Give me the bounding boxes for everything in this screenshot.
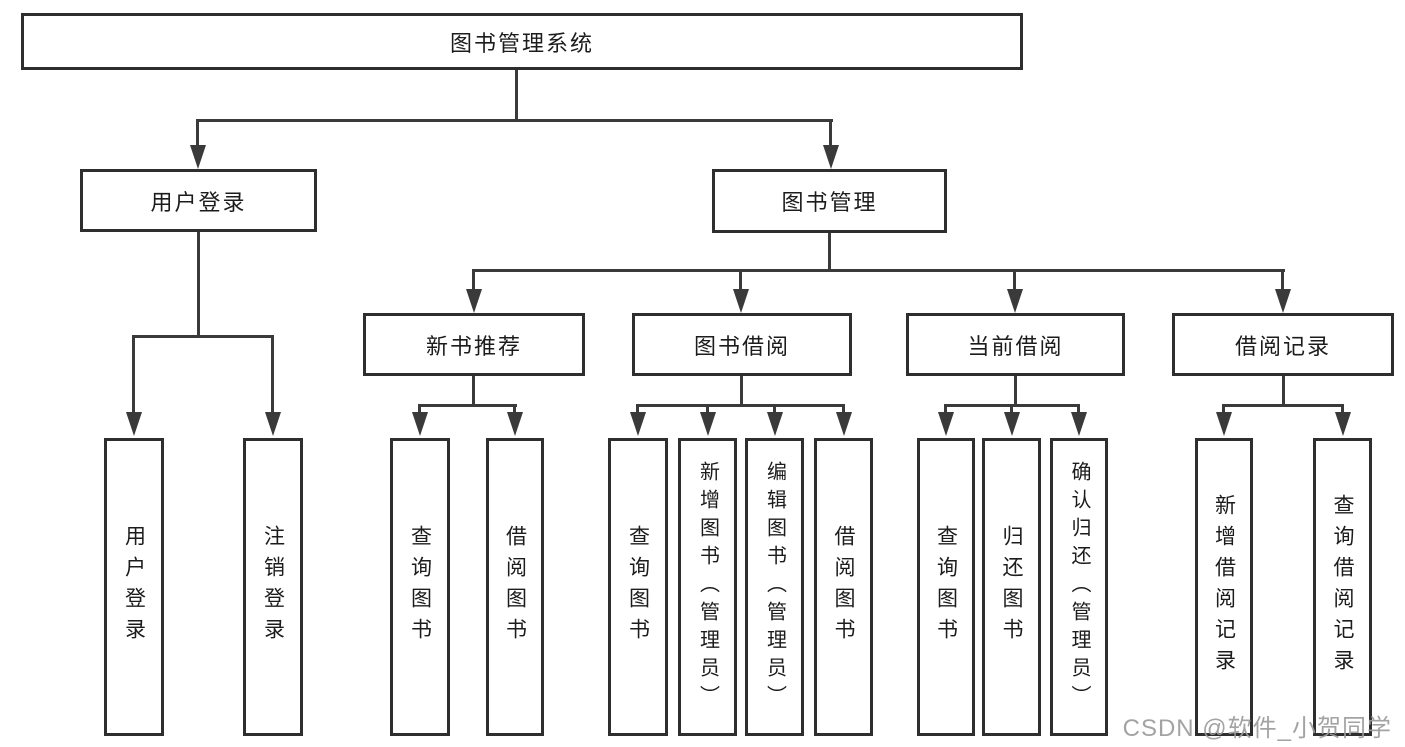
leaf-user-login-label: 用户登录 — [122, 525, 146, 649]
leaf-label: 查询图书 — [934, 525, 958, 649]
leaf-add-borrow-record: 新增借阅记录 — [1195, 438, 1253, 736]
leaf-label: 归还图书 — [1000, 525, 1023, 649]
leaf-label: 新增图书（管理员） — [696, 461, 719, 713]
connector-vline — [196, 119, 199, 147]
connector-vline — [706, 404, 709, 414]
connector-hline — [637, 404, 845, 407]
arrow-down-icon — [1216, 412, 1232, 436]
arrow-down-icon — [823, 145, 839, 169]
node-current-borrowing: 当前借阅 — [906, 313, 1125, 376]
connector-vline — [513, 404, 516, 414]
leaf-confirm-return-admin: 确认归还（管理员） — [1050, 438, 1108, 736]
leaf-return-books: 归还图书 — [982, 438, 1041, 736]
leaf-add-book-admin: 新增图书（管理员） — [678, 438, 737, 736]
arrow-down-icon — [836, 412, 852, 436]
connector-vline — [1222, 404, 1225, 414]
connector-hline — [419, 404, 517, 407]
arrow-down-icon — [265, 412, 281, 436]
node-user-login: 用户登录 — [80, 169, 317, 232]
leaf-label: 查询图书 — [408, 525, 432, 649]
leaf-query-books-borrow: 查询图书 — [608, 438, 668, 736]
arrow-down-icon — [126, 412, 142, 436]
connector-vline — [740, 376, 743, 407]
arrow-down-icon — [767, 412, 783, 436]
connector-hline — [132, 335, 274, 338]
leaf-label: 借阅图书 — [832, 525, 855, 649]
root-node-library-system: 图书管理系统 — [21, 13, 1023, 70]
node-book-borrowing: 图书借阅 — [632, 313, 852, 376]
csdn-watermark: CSDN @软件_小贺同学 — [1122, 715, 1392, 742]
arrow-down-icon — [700, 412, 716, 436]
leaf-logout-label: 注销登录 — [261, 525, 285, 649]
connector-hline — [1223, 404, 1344, 407]
connector-vline — [842, 404, 845, 414]
node-book-management: 图书管理 — [712, 169, 947, 233]
arrow-down-icon — [1004, 412, 1020, 436]
leaf-label: 查询图书 — [626, 525, 650, 649]
connector-hline — [472, 269, 1285, 272]
leaf-label: 编辑图书（管理员） — [763, 461, 786, 713]
connector-vline — [132, 335, 135, 413]
connector-vline — [1282, 376, 1285, 407]
connector-hline — [196, 119, 833, 122]
connector-vline — [1010, 404, 1013, 414]
leaf-query-books-recommend: 查询图书 — [390, 438, 450, 736]
arrow-down-icon — [1335, 412, 1351, 436]
connector-vline — [829, 119, 832, 147]
node-new-book-recommendation: 新书推荐 — [363, 313, 585, 376]
connector-vline — [1077, 404, 1080, 414]
leaf-label: 确认归还（管理员） — [1068, 461, 1090, 713]
connector-vline — [418, 404, 421, 414]
connector-vline — [472, 376, 475, 407]
leaf-borrow-books-borrow: 借阅图书 — [814, 438, 873, 736]
node-borrowing-records: 借阅记录 — [1172, 313, 1394, 376]
leaf-query-books-current: 查询图书 — [917, 438, 975, 736]
connector-vline — [773, 404, 776, 414]
arrow-down-icon — [630, 412, 646, 436]
arrow-down-icon — [1007, 289, 1023, 313]
arrow-down-icon — [190, 145, 206, 169]
leaf-label: 新增借阅记录 — [1212, 494, 1236, 680]
arrow-down-icon — [938, 412, 954, 436]
connector-vline — [828, 233, 831, 271]
connector-vline — [1281, 269, 1284, 291]
leaf-query-borrow-record: 查询借阅记录 — [1313, 438, 1372, 736]
connector-vline — [1013, 269, 1016, 291]
connector-vline — [1341, 404, 1344, 414]
arrow-down-icon — [507, 412, 523, 436]
connector-vline — [1014, 376, 1017, 407]
connector-vline — [636, 404, 639, 414]
leaf-edit-book-admin: 编辑图书（管理员） — [745, 438, 804, 736]
connector-vline — [271, 335, 274, 413]
leaf-logout: 注销登录 — [243, 438, 303, 736]
leaf-borrow-books-recommend: 借阅图书 — [486, 438, 544, 736]
connector-vline — [515, 70, 518, 121]
arrow-down-icon — [1275, 289, 1291, 313]
leaf-label: 查询借阅记录 — [1331, 494, 1354, 680]
arrow-down-icon — [412, 412, 428, 436]
arrow-down-icon — [1071, 412, 1087, 436]
connector-vline — [944, 404, 947, 414]
connector-vline — [739, 269, 742, 291]
arrow-down-icon — [466, 289, 482, 313]
leaf-user-login: 用户登录 — [104, 438, 164, 736]
leaf-label: 借阅图书 — [503, 525, 527, 649]
arrow-down-icon — [733, 289, 749, 313]
connector-vline — [197, 232, 200, 338]
connector-vline — [472, 269, 475, 291]
